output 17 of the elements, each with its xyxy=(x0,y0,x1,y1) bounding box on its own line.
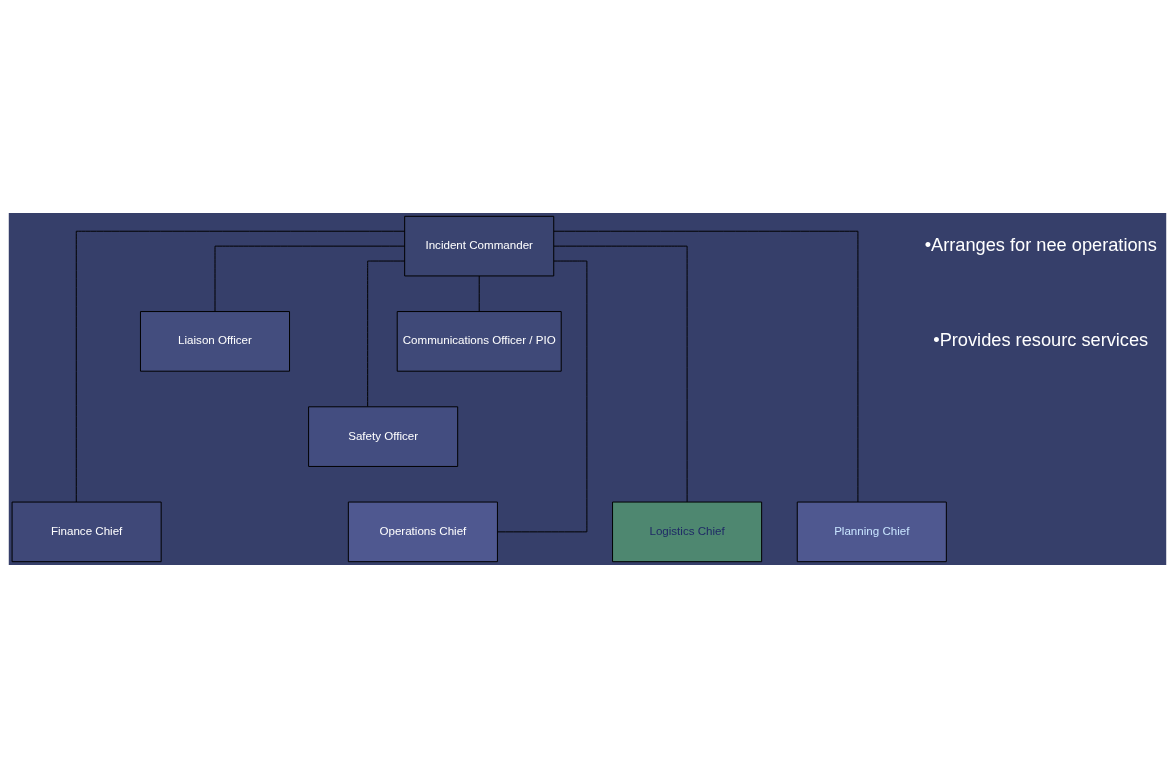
label: •Arranges for nee operations xyxy=(924,234,1157,255)
node-box: Finance Chief xyxy=(11,501,162,563)
connector xyxy=(75,230,406,503)
node-box: Incident Commander xyxy=(404,215,555,277)
node-box: Operations Chief xyxy=(347,501,498,563)
node-box: Communications Officer / PIO xyxy=(396,311,562,372)
label: •Provides resourc services xyxy=(933,330,1149,351)
connector xyxy=(553,245,688,503)
connector xyxy=(478,275,480,312)
connector xyxy=(496,260,588,533)
node-box: Planning Chief xyxy=(796,501,947,563)
connector xyxy=(214,245,406,312)
connector xyxy=(367,260,405,407)
connector xyxy=(553,230,859,503)
node-box: Logistics Chief xyxy=(612,501,763,563)
node-box: Liaison Officer xyxy=(139,311,291,372)
node-box: Safety Officer xyxy=(308,406,459,467)
